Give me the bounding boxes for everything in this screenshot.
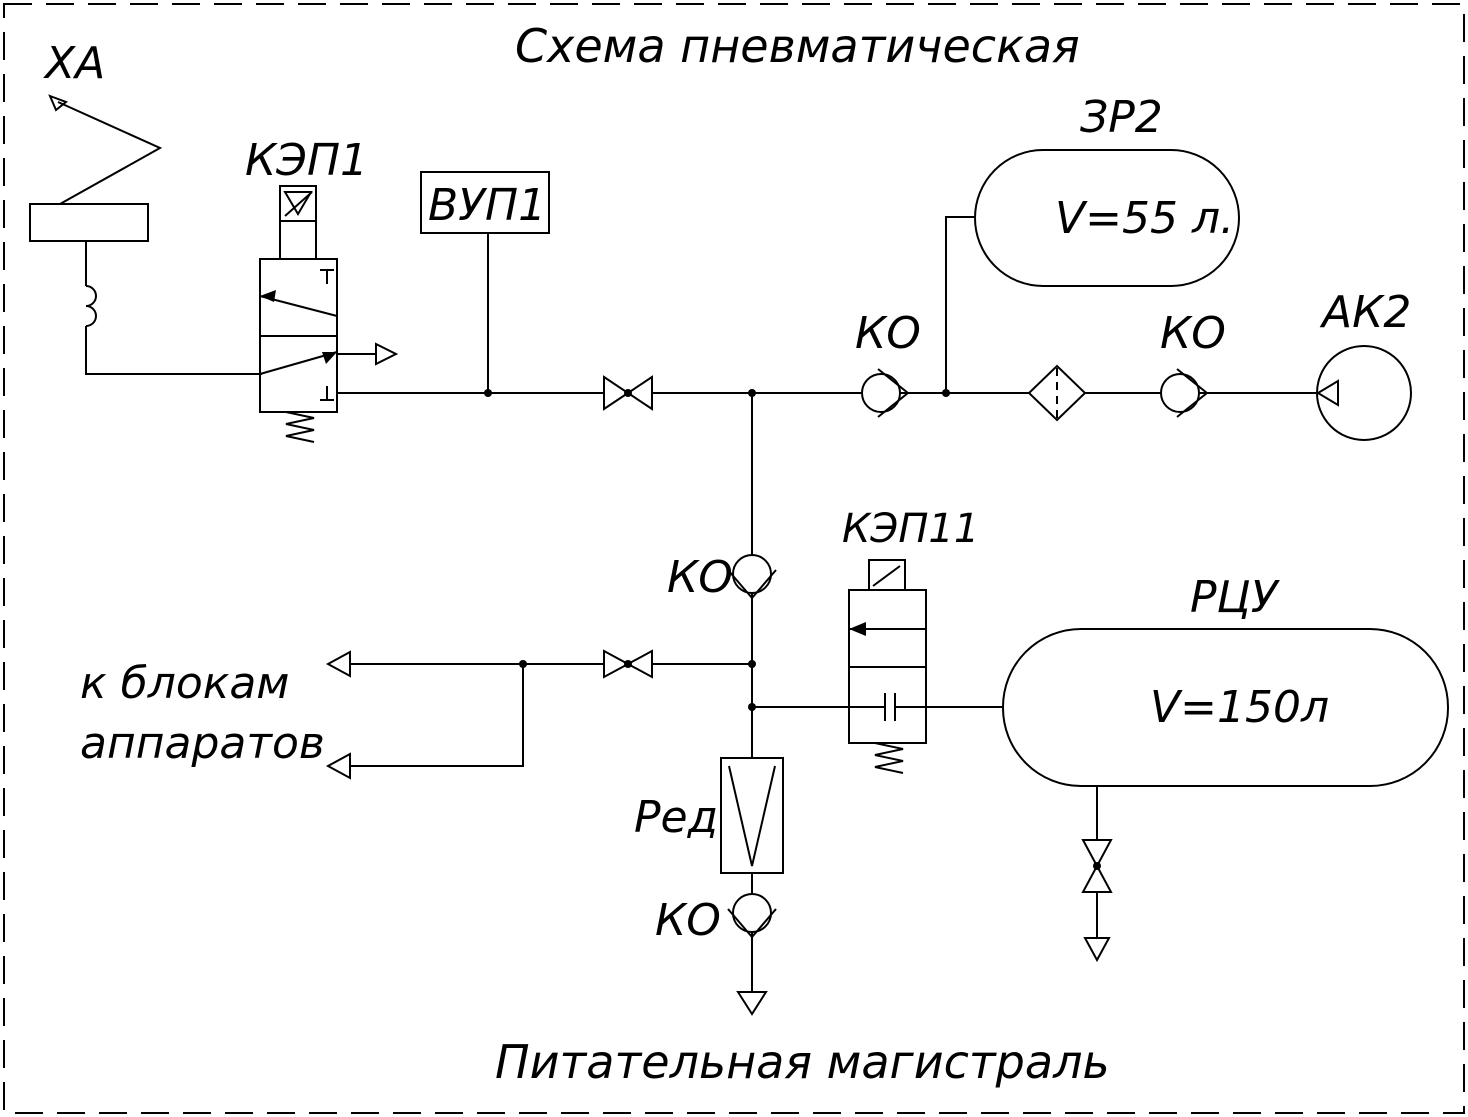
filter	[1027, 364, 1087, 422]
check-valve-ko-top1: КО	[855, 308, 921, 418]
reservoir-rcu: РЦУ V=150л	[1002, 572, 1449, 963]
label-to-blocks-2: аппаратов	[80, 718, 325, 769]
label-kep11: КЭП11	[842, 506, 979, 552]
horn-xa: ХА	[29, 38, 262, 375]
label-ko-top2: КО	[1160, 308, 1226, 359]
label-kep1: КЭП1	[245, 135, 368, 186]
check-valve-ko-mid: КО	[667, 552, 777, 603]
label-xa: ХА	[43, 38, 105, 89]
branch-to-blocks: к блокам аппаратов	[80, 649, 756, 780]
valve-kep11: КЭП11	[748, 506, 1003, 774]
box-vup1: ВУП1	[420, 171, 550, 397]
ak2: АК2	[1316, 287, 1412, 441]
label-ko-top1: КО	[855, 308, 921, 359]
label-ak2: АК2	[1319, 287, 1411, 338]
label-to-blocks-1: к блокам	[80, 658, 289, 709]
shutoff-valve-main	[603, 375, 653, 411]
label-red: Ред	[634, 792, 718, 843]
label-vup1: ВУП1	[428, 180, 546, 231]
dashed-frame	[3, 3, 1465, 1114]
reservoir-zr2: ЗР2 V=55 л.	[942, 92, 1240, 397]
label-ko-mid: КО	[667, 552, 733, 603]
label-rcu-volume: V=150л	[1150, 682, 1329, 733]
label-rcu: РЦУ	[1190, 572, 1281, 623]
label-zr2: ЗР2	[1080, 92, 1163, 143]
diagram-title: Схема пневматическая	[515, 19, 1080, 73]
check-valve-ko-bottom: КО	[655, 893, 777, 1016]
reducer: Ред	[634, 757, 784, 992]
check-valve-ko-top2: КО	[1160, 308, 1226, 418]
label-ko-bottom: КО	[655, 895, 721, 946]
label-zr2-volume: V=55 л.	[1055, 193, 1234, 244]
diagram-footer: Питательная магистраль	[495, 1035, 1110, 1089]
valve-kep1: КЭП1	[245, 135, 399, 443]
